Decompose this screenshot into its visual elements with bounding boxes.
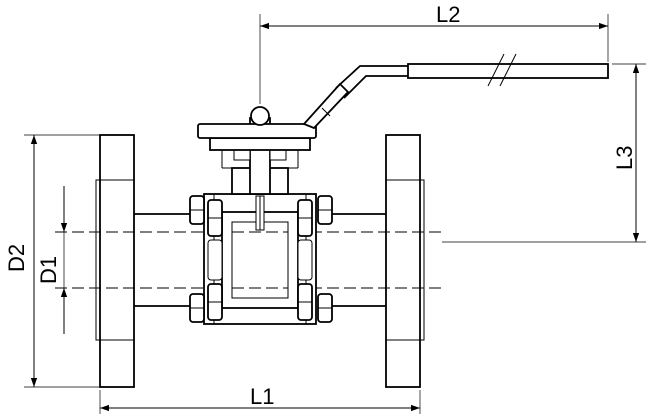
- dimension-l1: L1: [99, 384, 421, 414]
- right-flange: [385, 134, 425, 388]
- l1-label: L1: [250, 384, 274, 409]
- dimension-d2: D2: [4, 134, 100, 388]
- lever-handle: [197, 53, 609, 139]
- body-bolts: [189, 195, 333, 323]
- dimension-d1: D1: [36, 186, 68, 334]
- l3-label: L3: [612, 146, 637, 170]
- dimension-l2: L2: [259, 2, 609, 104]
- left-flange: [95, 134, 135, 388]
- l2-label: L2: [436, 2, 460, 27]
- dimension-l3: L3: [442, 63, 646, 243]
- d2-label: D2: [4, 244, 29, 272]
- d1-label: D1: [36, 256, 61, 284]
